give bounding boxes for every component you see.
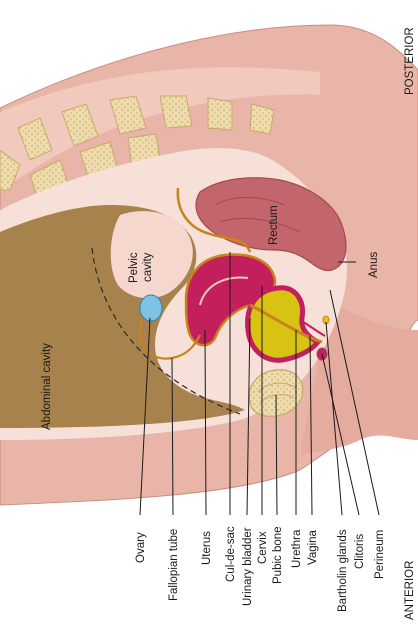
callout-clitoris: Clitoris [354,534,366,569]
callout-fallopian-tube: Fallopian tube [168,529,180,601]
pelvic-cavity-label-line2: cavity [142,252,154,282]
callout-bartholin-glands: Bartholin glands [337,529,349,612]
callout-ovary: Ovary [135,532,147,563]
callout-uterus: Uterus [201,531,213,565]
callout-vagina: Vagina [307,529,319,565]
callout-cervix: Cervix [257,531,269,564]
callout-cul-de-sac: Cul-de-sac [225,526,237,582]
ovary [140,295,162,321]
pelvic-cavity-label-line1: Pelvic [128,252,140,283]
callout-urethra: Urethra [291,529,303,568]
rectum-label: Rectum [268,205,280,245]
anus-label: Anus [368,252,380,278]
posterior-label: POSTERIOR [404,27,416,95]
callout-perineum: Perineum [374,530,386,579]
abdominal-cavity-label: Abdominal cavity [41,343,53,430]
callout-urinary-bladder: Urinary bladder [242,527,254,606]
anterior-label: ANTERIOR [404,561,416,620]
callout-pubic-bone: Pubic bone [272,526,284,584]
